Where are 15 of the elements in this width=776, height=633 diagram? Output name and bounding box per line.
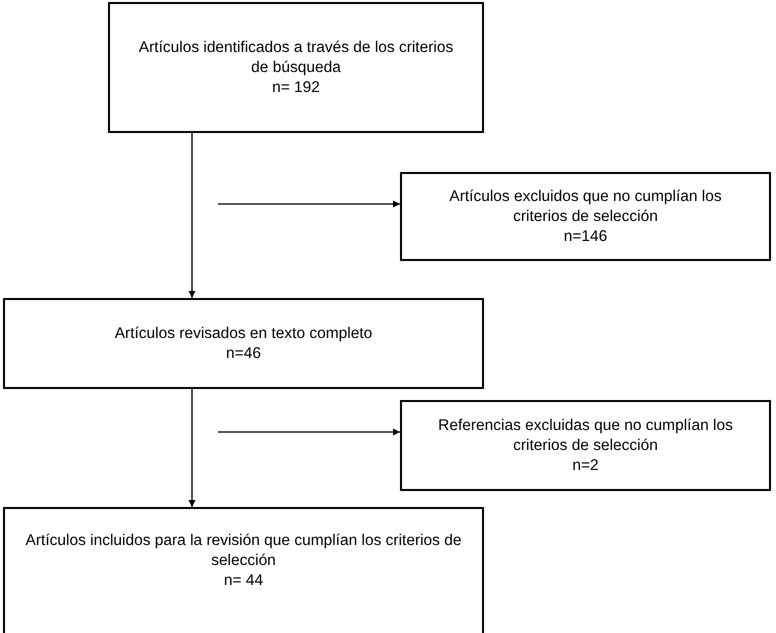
process-box [400,400,771,491]
count-text: n= 192 [272,78,320,98]
process-box [108,2,484,133]
count-text: n= 44 [224,571,264,591]
arrow [188,133,196,298]
count-text: n=2 [572,456,599,476]
process-box [3,507,484,633]
box-text: Artículos revisados en texto completo [114,324,372,344]
count-text: n=46 [226,344,261,364]
arrow [218,200,400,208]
process-box [3,298,484,389]
process-box [400,172,771,261]
arrow [218,428,400,436]
arrow [188,389,196,507]
count-text: n=146 [564,226,608,246]
